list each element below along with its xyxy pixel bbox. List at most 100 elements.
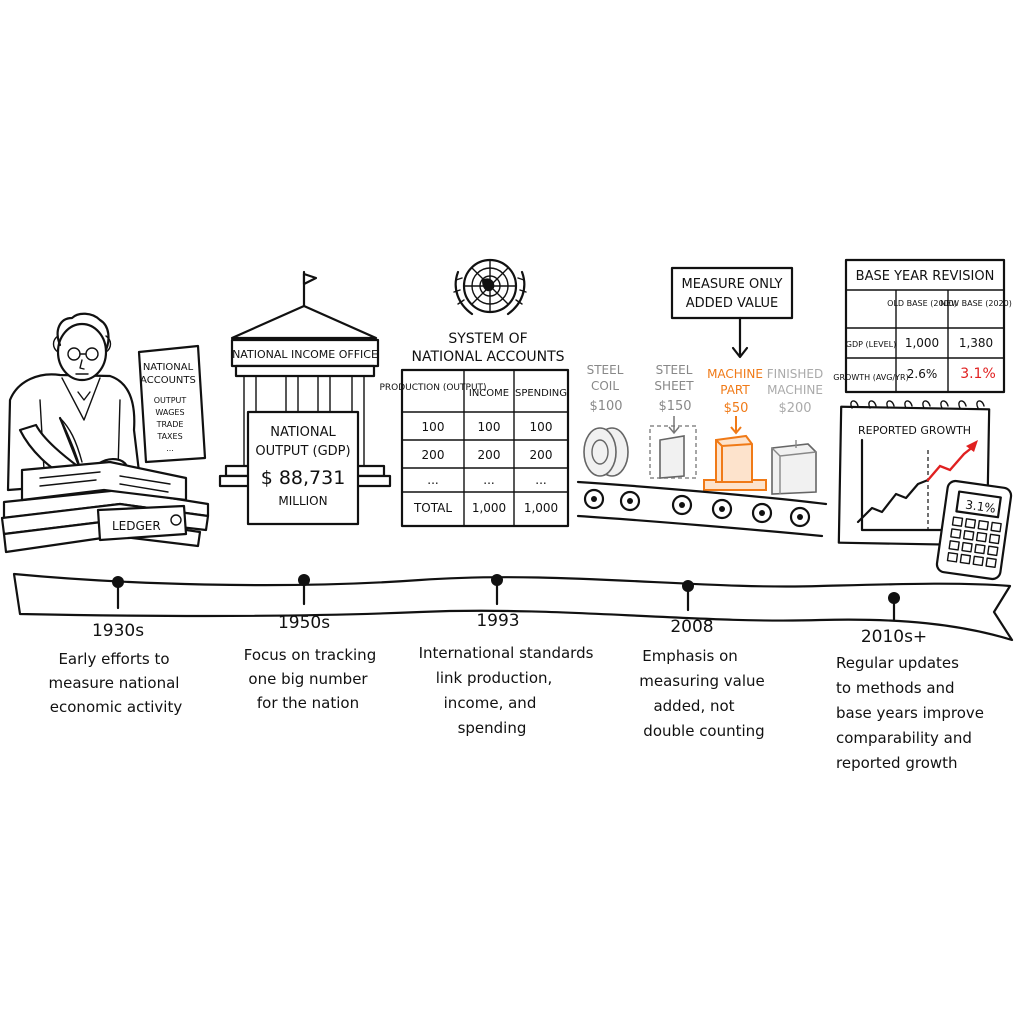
base-year-table: BASE YEAR REVISION OLD BASE (2000) NEW B… bbox=[833, 258, 1012, 394]
growth-new: 3.1% bbox=[960, 366, 996, 382]
cell: 200 bbox=[478, 448, 501, 462]
cell: 100 bbox=[530, 420, 553, 434]
calculator-icon: 3.1% bbox=[935, 479, 1013, 581]
gdp-old: 1,000 bbox=[905, 336, 939, 350]
row-label-gdp: GDP (LEVEL) bbox=[846, 340, 896, 349]
desc-1930s-3: economic activity bbox=[50, 698, 183, 716]
gdp-new: 1,380 bbox=[959, 336, 993, 350]
desc-2010s-2: to methods and bbox=[836, 679, 955, 697]
scene-2010s: BASE YEAR REVISION OLD BASE (2000) NEW B… bbox=[833, 258, 1013, 581]
desc-1993-2: link production, bbox=[436, 669, 553, 687]
flag-icon bbox=[302, 272, 318, 286]
desc-1993-1: International standards bbox=[419, 644, 594, 662]
paper-title-line-1: NATIONAL bbox=[143, 362, 194, 373]
table-title: BASE YEAR REVISION bbox=[856, 269, 995, 284]
marker-2010s bbox=[888, 592, 900, 604]
callout-line-2: ADDED VALUE bbox=[686, 296, 779, 311]
steel-sheet-icon bbox=[649, 416, 697, 479]
item-3-price: $50 bbox=[724, 401, 749, 416]
paper-item-trade: TRADE bbox=[156, 420, 184, 429]
calculator-display: 3.1% bbox=[964, 498, 996, 516]
office-sign-board bbox=[230, 338, 380, 368]
desc-2008-1: Emphasis on bbox=[642, 647, 738, 665]
desc-1993-4: spending bbox=[458, 719, 527, 737]
desc-2008-4: double counting bbox=[643, 722, 764, 740]
desc-1950s-2: one big number bbox=[248, 670, 368, 688]
item-3-name-1: MACHINE bbox=[707, 367, 763, 381]
scene-2008: MEASURE ONLY ADDED VALUE STEEL COIL $100… bbox=[576, 266, 828, 538]
cell-total-label: TOTAL bbox=[413, 501, 452, 515]
marker-1950s bbox=[298, 574, 310, 586]
sna-title-line-2: NATIONAL ACCOUNTS bbox=[411, 349, 564, 365]
finished-machine-icon bbox=[771, 440, 817, 495]
year-1930s: 1930s bbox=[92, 621, 144, 641]
timeline-ribbon bbox=[12, 572, 1014, 642]
cell: 100 bbox=[478, 420, 501, 434]
sna-table: PRODUCTION (OUTPUT) INCOME SPENDING 100 … bbox=[379, 368, 570, 528]
desc-2010s-5: reported growth bbox=[836, 754, 958, 772]
item-3-name-2: PART bbox=[720, 383, 750, 397]
marker-2008 bbox=[682, 580, 694, 592]
cell: 200 bbox=[530, 448, 553, 462]
paper-item-wages: WAGES bbox=[155, 408, 184, 417]
cell: ... bbox=[535, 473, 546, 487]
item-2-name-2: SHEET bbox=[654, 379, 694, 393]
marker-1930s bbox=[112, 576, 124, 588]
item-2-price: $150 bbox=[658, 399, 691, 414]
cell: 100 bbox=[422, 420, 445, 434]
building-pediment bbox=[230, 304, 378, 340]
sna-title-line-1: SYSTEM OF bbox=[448, 331, 527, 347]
cell: 200 bbox=[422, 448, 445, 462]
header-income: INCOME bbox=[469, 388, 509, 399]
item-4-price: $200 bbox=[778, 401, 811, 416]
paper-item-taxes: TAXES bbox=[156, 432, 182, 441]
item-4-name-2: MACHINE bbox=[767, 383, 823, 397]
board-line-1: NATIONAL bbox=[270, 425, 336, 440]
desc-1930s-2: measure national bbox=[49, 674, 180, 692]
desc-2008-2: measuring value bbox=[639, 672, 764, 690]
item-4-name-1: FINISHED bbox=[767, 367, 823, 381]
cell: 1,000 bbox=[472, 501, 506, 515]
desc-2010s-1: Regular updates bbox=[836, 654, 959, 672]
desc-2010s-3: base years improve bbox=[836, 704, 984, 722]
item-1-name-1: STEEL bbox=[587, 363, 624, 377]
growth-old: 2.6% bbox=[907, 367, 938, 381]
cell: 1,000 bbox=[524, 501, 558, 515]
board-gdp-value: $ 88,731 bbox=[261, 467, 346, 489]
desc-1950s-1: Focus on tracking bbox=[244, 646, 376, 664]
desc-2010s-4: comparability and bbox=[836, 729, 972, 747]
ledger-label: LEDGER bbox=[112, 519, 161, 533]
paper-item-output: OUTPUT bbox=[154, 396, 187, 405]
cell: ... bbox=[427, 473, 438, 487]
callout-arrow bbox=[731, 316, 749, 359]
cell: ... bbox=[483, 473, 494, 487]
callout-line-1: MEASURE ONLY bbox=[682, 277, 783, 292]
conveyor-belt bbox=[576, 480, 828, 538]
board-line-4: MILLION bbox=[278, 494, 327, 508]
desc-2008-3: added, not bbox=[653, 697, 734, 715]
chart-title: REPORTED GROWTH bbox=[858, 424, 971, 437]
office-name: NATIONAL INCOME OFFICE bbox=[232, 348, 378, 361]
row-label-growth: GROWTH (AVG/YR) bbox=[833, 373, 908, 382]
header-spending: SPENDING bbox=[515, 388, 567, 399]
col-header-new: NEW BASE (2020) bbox=[940, 299, 1012, 308]
year-1950s: 1950s bbox=[278, 613, 330, 633]
board-line-2: OUTPUT (GDP) bbox=[255, 444, 350, 459]
year-2010s: 2010s+ bbox=[861, 627, 927, 647]
national-accounts-paper: NATIONAL ACCOUNTS OUTPUT WAGES TRADE TAX… bbox=[137, 344, 207, 464]
header-production: PRODUCTION (OUTPUT) bbox=[379, 383, 486, 393]
ledger-books: LEDGER bbox=[0, 460, 210, 554]
desc-1930s-1: Early efforts to bbox=[58, 650, 169, 668]
un-emblem-icon bbox=[453, 258, 527, 316]
year-1993: 1993 bbox=[476, 611, 519, 631]
item-1-price: $100 bbox=[589, 399, 622, 414]
gdp-board bbox=[246, 410, 360, 526]
col-header-old: OLD BASE (2000) bbox=[887, 299, 957, 308]
paper-item-more: ... bbox=[166, 444, 174, 453]
timeline-markers bbox=[112, 574, 900, 622]
scene-1993: SYSTEM OF NATIONAL ACCOUNTS PRODUCTION (… bbox=[379, 258, 570, 528]
marker-1993 bbox=[491, 574, 503, 586]
year-2008: 2008 bbox=[670, 617, 713, 637]
timeline-labels: 1930s Early efforts to measure national … bbox=[49, 611, 984, 772]
